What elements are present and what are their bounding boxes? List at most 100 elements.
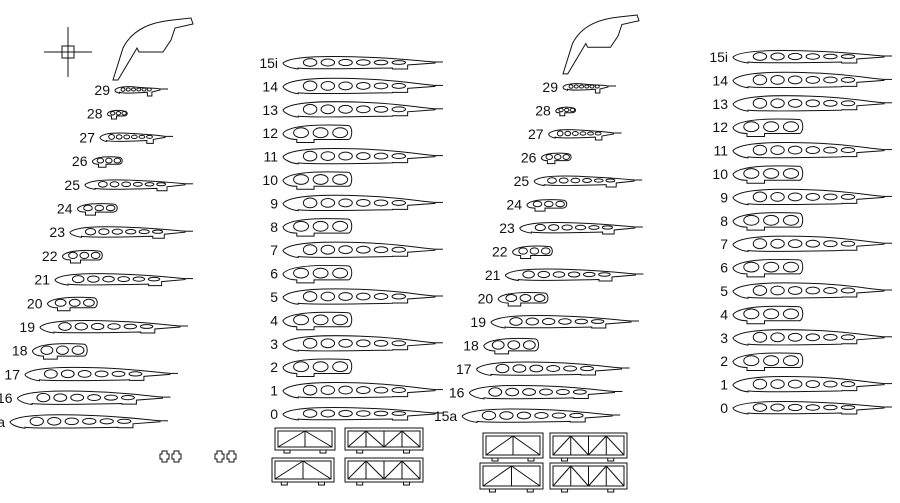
lightening-hole <box>302 197 318 209</box>
rib-number: 25 <box>514 173 530 189</box>
rib-outline <box>732 352 804 371</box>
lightening-hole <box>840 381 856 388</box>
lightening-hole <box>823 146 838 154</box>
rib-outline <box>84 179 186 192</box>
lightening-hole <box>332 267 349 279</box>
lightening-hole <box>787 75 803 85</box>
rib-outline <box>282 381 436 399</box>
lightening-hole <box>743 121 760 133</box>
lightening-hole <box>590 319 605 324</box>
truss-diagonal <box>552 435 572 456</box>
lightening-hole <box>805 99 820 108</box>
rib-outline <box>732 235 885 253</box>
rib-12: 12 <box>712 118 804 137</box>
lightening-hole <box>121 395 135 401</box>
lightening-hole <box>782 214 800 226</box>
lightening-hole <box>529 247 540 255</box>
lightening-hole <box>146 134 153 139</box>
lightening-hole <box>132 181 143 187</box>
rib-number: 14 <box>262 78 278 94</box>
lightening-hole <box>338 245 353 255</box>
lightening-hole <box>562 154 570 160</box>
lightening-hole <box>110 110 116 116</box>
rib-number: 2 <box>270 359 278 375</box>
lightening-hole <box>151 229 164 234</box>
fuselage-former-outline <box>112 17 194 81</box>
lightening-hole <box>533 294 546 302</box>
rib-outline <box>16 390 163 406</box>
left-small-parts-2 <box>214 450 237 463</box>
lightening-hole <box>770 403 785 412</box>
lightening-hole <box>823 333 838 341</box>
rib-7: 7 <box>720 235 892 253</box>
lightening-hole <box>743 168 760 179</box>
lightening-hole <box>356 292 371 301</box>
lightening-hole <box>534 412 549 419</box>
lightening-hole <box>541 317 556 326</box>
lightening-hole <box>87 394 102 402</box>
lightening-hole <box>105 204 116 212</box>
lightening-hole <box>574 224 587 231</box>
lightening-hole <box>147 276 161 282</box>
lightening-hole <box>787 379 803 389</box>
lightening-hole <box>534 223 546 232</box>
lightening-hole <box>568 84 574 89</box>
left-truss-3 <box>271 457 335 486</box>
rib-number: 10 <box>262 172 278 188</box>
lightening-hole <box>571 131 579 136</box>
truss-frame <box>344 457 424 483</box>
lightening-hole <box>752 403 768 412</box>
rib-number: 26 <box>72 153 88 169</box>
lightening-hole <box>587 131 594 136</box>
rib-outline <box>9 414 161 429</box>
truss-tab <box>356 449 364 454</box>
lightening-hole <box>105 157 113 164</box>
lightening-hole <box>338 385 353 395</box>
lightening-hole <box>43 369 58 379</box>
lightening-hole <box>312 361 329 373</box>
lightening-hole <box>752 191 768 203</box>
lightening-hole <box>373 105 389 113</box>
lightening-hole <box>481 410 497 421</box>
rib-outline <box>526 199 568 212</box>
rib-15i: 15i <box>709 49 892 65</box>
rib-number: 4 <box>720 306 728 322</box>
lightening-hole <box>782 308 800 320</box>
lightening-hole <box>332 174 349 185</box>
lightening-hole <box>840 76 856 83</box>
rib-16: 16 <box>0 390 171 406</box>
lightening-hole <box>552 271 566 278</box>
rib-outline <box>732 258 804 278</box>
lightening-hole <box>391 246 407 253</box>
lightening-hole <box>391 199 407 206</box>
lightening-hole <box>74 322 89 331</box>
lightening-hole <box>373 386 389 394</box>
lightening-hole <box>588 225 600 230</box>
truss-tab <box>607 457 615 462</box>
truss-tab <box>488 488 496 493</box>
rib-3: 3 <box>270 335 443 352</box>
lightening-hole <box>752 97 768 109</box>
rib-outline <box>732 49 885 64</box>
lightening-hole <box>505 294 518 302</box>
lightening-hole <box>121 110 127 116</box>
truss-tab <box>356 481 364 486</box>
rib-number: 20 <box>478 291 494 307</box>
lightening-hole <box>293 267 309 279</box>
rib-10: 10 <box>262 171 353 190</box>
lightening-hole <box>156 182 167 187</box>
lightening-hole <box>770 332 785 343</box>
rib-number: 3 <box>270 336 278 352</box>
rib-outline <box>732 95 885 112</box>
lightening-hole <box>320 197 336 208</box>
lightening-hole <box>302 103 318 115</box>
lightening-hole <box>293 220 309 232</box>
right-truss-1 <box>482 432 544 462</box>
rib-outline <box>39 319 181 334</box>
lightening-hole <box>763 308 780 320</box>
rib-outline <box>562 83 609 94</box>
lightening-hole <box>569 107 576 113</box>
truss-frame <box>271 457 335 483</box>
